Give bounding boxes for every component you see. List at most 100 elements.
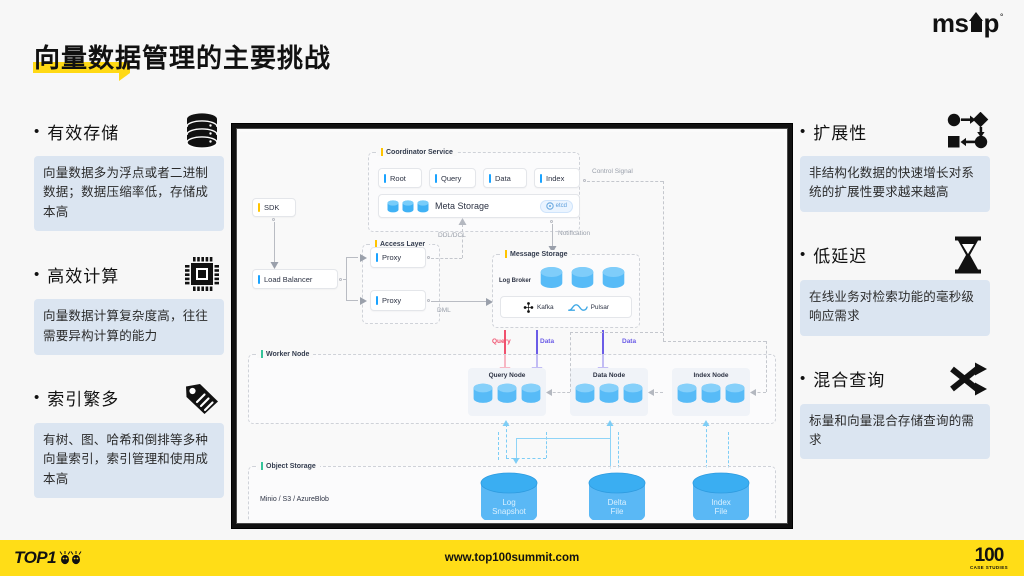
challenge-item-storage: • 有效存储	[34, 108, 224, 154]
coord-index-card[interactable]: Index	[534, 168, 580, 188]
left-challenges-column: • 有效存储 向量数据多为浮点或者二进制数据；数据压缩率低，存储成本高 • 高效…	[34, 108, 224, 518]
group-title-text: Coordinator Service	[386, 148, 453, 156]
node-title: Data Node	[592, 372, 626, 379]
coord-data-card[interactable]: Data	[483, 168, 527, 188]
challenge-label: 高效计算	[47, 266, 120, 286]
accent-tick	[376, 253, 378, 262]
coordinator-service-title: Coordinator Service	[377, 148, 457, 156]
challenge-item-hybrid-query: • 混合查询	[800, 356, 990, 402]
diagram-inner-border: Coordinator Service Root Query Data Inde…	[236, 128, 788, 524]
bullet-dot: •	[800, 246, 806, 264]
control-signal-label: Control Signal	[592, 168, 633, 175]
storage-link-2b	[618, 432, 619, 468]
arrow-head-icon	[512, 458, 520, 464]
svg-text:File: File	[611, 507, 624, 516]
card-label: Proxy	[382, 253, 402, 262]
proxy-card-1[interactable]: Proxy	[370, 247, 426, 268]
worker-node-title: Worker Node	[257, 350, 314, 358]
meta-storage-label: Meta Storage	[435, 201, 490, 211]
milvus-architecture-diagram: Coordinator Service Root Query Data Inde…	[240, 132, 784, 520]
arrow-head-icon	[548, 246, 557, 253]
dml-label: DML	[437, 307, 451, 314]
dml-connector	[431, 301, 488, 302]
group-title-text: Object Storage	[266, 462, 316, 470]
data-label-2: Data	[622, 338, 637, 345]
group-accent-bar	[261, 350, 263, 358]
title-highlight-bar	[33, 62, 130, 81]
accent-tick	[384, 173, 386, 183]
arrow-head-icon	[360, 297, 367, 305]
control-hook-3	[752, 392, 766, 393]
card-label: Load Balancer	[264, 274, 313, 284]
object-storage-title: Object Storage	[257, 462, 320, 470]
logo-text-p: p	[983, 8, 1000, 38]
footer-brand: TOP1	[14, 548, 84, 568]
arrow-head-icon	[458, 218, 467, 225]
challenge-item-index: • 索引繁多	[34, 375, 224, 421]
kafka-option[interactable]: Kafka	[523, 301, 554, 313]
connector-dot	[427, 299, 430, 302]
svg-text:Snapshot: Snapshot	[492, 507, 527, 516]
query-node-box[interactable]: Query Node	[468, 368, 546, 416]
group-title-text: Message Storage	[510, 250, 568, 258]
pulsar-option[interactable]: Pulsar	[567, 302, 609, 313]
data-node-box[interactable]: Data Node	[570, 368, 648, 416]
delta-file-cylinder[interactable]: Delta File	[588, 472, 646, 520]
coord-root-card[interactable]: Root	[378, 168, 422, 188]
right-challenges-column: • 扩展性 非结构化数据的快速增长对系统的扩展性要求越来越高 • 低延	[800, 108, 990, 479]
control-hook-1-v	[570, 332, 571, 392]
meta-storage-card[interactable]: Meta Storage etcd	[378, 194, 580, 218]
control-hook-1	[548, 392, 570, 393]
log-snapshot-cylinder[interactable]: Log Snapshot	[480, 472, 538, 520]
svg-text:Delta: Delta	[608, 498, 627, 507]
proxy-card-2[interactable]: Proxy	[370, 290, 426, 311]
footer-case-studies-logo: 100 CASE STUDIES	[970, 546, 1008, 571]
control-hook-1-top	[570, 332, 663, 333]
footer-100-text: 100	[974, 544, 1005, 566]
arrow-head-icon	[648, 389, 654, 396]
arrow-head-icon	[486, 298, 493, 306]
query-arrow-line	[504, 330, 507, 370]
accent-tick	[540, 173, 542, 183]
hourglass-icon	[946, 234, 990, 276]
index-file-cylinder[interactable]: Index File	[692, 472, 750, 520]
group-accent-bar	[375, 240, 377, 248]
bullet-dot: •	[34, 389, 40, 407]
node-title: Index Node	[693, 372, 729, 379]
footer-brand-text: TOP1	[14, 548, 57, 567]
footer-bar: TOP1 www.top100summit.com 100 CASE STUDI…	[0, 540, 1024, 576]
challenge-note-hybrid-query: 标量和向量混合存储查询的需求	[800, 403, 990, 460]
bullet-dot: •	[34, 122, 40, 140]
etcd-label: etcd	[555, 203, 567, 209]
architecture-diagram-frame: Coordinator Service Root Query Data Inde…	[232, 124, 792, 528]
arrow-head-icon	[502, 420, 510, 426]
index-node-box[interactable]: Index Node	[672, 368, 750, 416]
challenge-label: 扩展性	[813, 123, 868, 143]
sdk-card[interactable]: SDK	[252, 198, 296, 217]
node-cylinders	[677, 383, 745, 405]
connector-dot	[583, 179, 586, 182]
message-storage-title: Message Storage	[501, 250, 572, 258]
card-label: Query	[441, 173, 462, 183]
challenge-note-compute: 向量数据计算复杂度高，往往需要异构计算的能力	[34, 299, 224, 355]
query-label: Query	[492, 338, 511, 345]
logo-arrow-u-icon	[968, 12, 984, 32]
load-balancer-card[interactable]: Load Balancer	[252, 269, 338, 289]
logo-text-ms: ms	[931, 8, 969, 38]
group-title-text: Access Layer	[380, 240, 426, 248]
ddl-dcl-label: DDL/DCL	[438, 232, 466, 239]
connector-line	[274, 222, 275, 264]
challenge-label: 索引繁多	[47, 390, 120, 410]
group-title-text: Worker Node	[266, 350, 310, 358]
tag-icon	[180, 377, 224, 419]
connector-line	[343, 279, 347, 280]
control-hook-2	[650, 392, 663, 393]
footer-url[interactable]: www.top100summit.com	[444, 552, 580, 564]
kafka-label: Kafka	[536, 303, 554, 311]
bullet-dot: •	[34, 265, 40, 283]
coord-query-card[interactable]: Query	[429, 168, 476, 188]
accent-tick	[258, 274, 260, 284]
footer-case-studies-text: CASE STUDIES	[969, 564, 1008, 570]
accent-tick	[435, 173, 437, 183]
control-signal-path-h	[587, 181, 663, 182]
